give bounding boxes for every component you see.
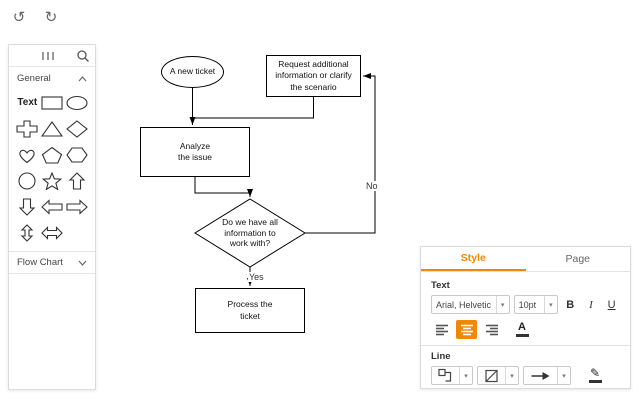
section-divider [421,345,630,346]
top-toolbar: ↺ ↻ [8,6,62,28]
font-color-swatch [515,334,529,337]
tab-style[interactable]: Style [421,247,526,271]
section-general-label: General [17,73,51,84]
shape-arrow-down[interactable] [15,197,40,216]
shape-pentagon[interactable] [40,145,65,164]
line-color-button[interactable]: ✎ [585,366,605,385]
no-waypoint-icon [485,369,498,382]
redo-icon[interactable]: ↻ [44,9,58,26]
font-row: Arial, Helvetic ▾ 10pt ▾ B I U [431,295,620,314]
edge-label-no[interactable]: No [365,181,379,191]
section-flowchart-label: Flow Chart [17,257,63,268]
format-panel: Style Page Text Arial, Helvetic ▾ 10pt ▾… [420,246,631,389]
shape-cross[interactable] [15,119,40,138]
shape-arrow-right[interactable] [64,197,89,216]
shape-circle[interactable] [15,171,40,190]
shape-hexagon[interactable] [64,145,89,164]
font-family-dropdown[interactable]: Arial, Helvetic ▾ [431,295,510,314]
waypoint-style-dropdown[interactable]: ▾ [477,366,519,385]
chevron-down-icon: ▾ [543,296,557,313]
shape-arrow-left[interactable] [40,197,65,216]
tab-page[interactable]: Page [565,253,591,265]
arrow-end-dropdown[interactable]: ▾ [523,366,571,385]
connector-style-icon [438,368,452,382]
shapes-panel: General Text [8,44,96,390]
bold-button[interactable]: B [566,298,575,311]
align-right-button[interactable] [481,320,502,339]
edge-request-analyze[interactable] [193,97,314,119]
connector-style-dropdown[interactable]: ▾ [431,366,473,385]
underline-button[interactable]: U [607,298,616,311]
shape-heart[interactable] [15,145,40,164]
font-color-button[interactable]: A [512,320,532,339]
node-start[interactable]: A new ticket [161,56,224,88]
edge-analyze-decision[interactable] [194,177,253,197]
shape-grid: Text [9,86,95,249]
arrow-end-icon [531,371,550,380]
font-size-dropdown[interactable]: 10pt ▾ [513,295,558,314]
node-request[interactable]: Request additional information or clarif… [266,55,361,97]
node-process[interactable]: Process the ticket [195,288,305,333]
undo-icon[interactable]: ↺ [12,9,26,26]
font-color-icon: A [518,321,526,333]
shape-triangle[interactable] [40,119,65,138]
shape-rectangle[interactable] [40,93,65,112]
font-family-value: Arial, Helvetic [436,299,492,310]
shape-arrow-up-down[interactable] [15,223,40,242]
shape-grid-spacer [64,223,89,242]
line-color-swatch [588,380,602,383]
pencil-icon: ✎ [589,366,601,380]
shape-arrow-left-right[interactable] [40,223,65,242]
chevron-down-icon: ▾ [557,367,570,384]
format-tabs: Style Page [421,247,630,272]
italic-button[interactable]: I [589,298,593,311]
chevron-down-icon: ▾ [505,367,518,384]
node-decision-label[interactable]: Do we have all information to work with? [222,217,278,249]
line-row: ▾ ▾ ▾ ✎ [431,366,620,385]
align-center-button[interactable] [456,320,477,339]
shape-star[interactable] [40,171,65,190]
section-general[interactable]: General [9,67,95,86]
shape-arrow-up[interactable] [64,171,89,190]
section-flowchart[interactable]: Flow Chart [9,251,95,274]
chevron-down-icon: ▾ [495,296,509,313]
shape-ellipse[interactable] [64,93,89,112]
shape-diamond[interactable] [64,119,89,138]
drag-handle-icon[interactable] [41,51,57,61]
node-decision-shape[interactable] [194,198,306,268]
search-icon[interactable] [76,49,90,63]
node-analyze[interactable]: Analyze the issue [140,127,250,177]
font-size-value: 10pt [518,299,537,310]
chevron-down-icon [78,260,87,266]
edge-label-yes[interactable]: Yes [248,272,265,282]
edge-decision-request[interactable] [305,73,376,234]
chevron-up-icon [78,75,87,81]
line-section-label: Line [431,351,451,362]
align-row: A [431,320,620,339]
shape-text[interactable]: Text [17,97,38,108]
format-panel-body: Text Arial, Helvetic ▾ 10pt ▾ B I U [421,272,630,385]
align-left-button[interactable] [431,320,452,339]
shapes-panel-header [9,45,95,67]
text-section-label: Text [431,280,450,291]
chevron-down-icon: ▾ [459,367,472,384]
